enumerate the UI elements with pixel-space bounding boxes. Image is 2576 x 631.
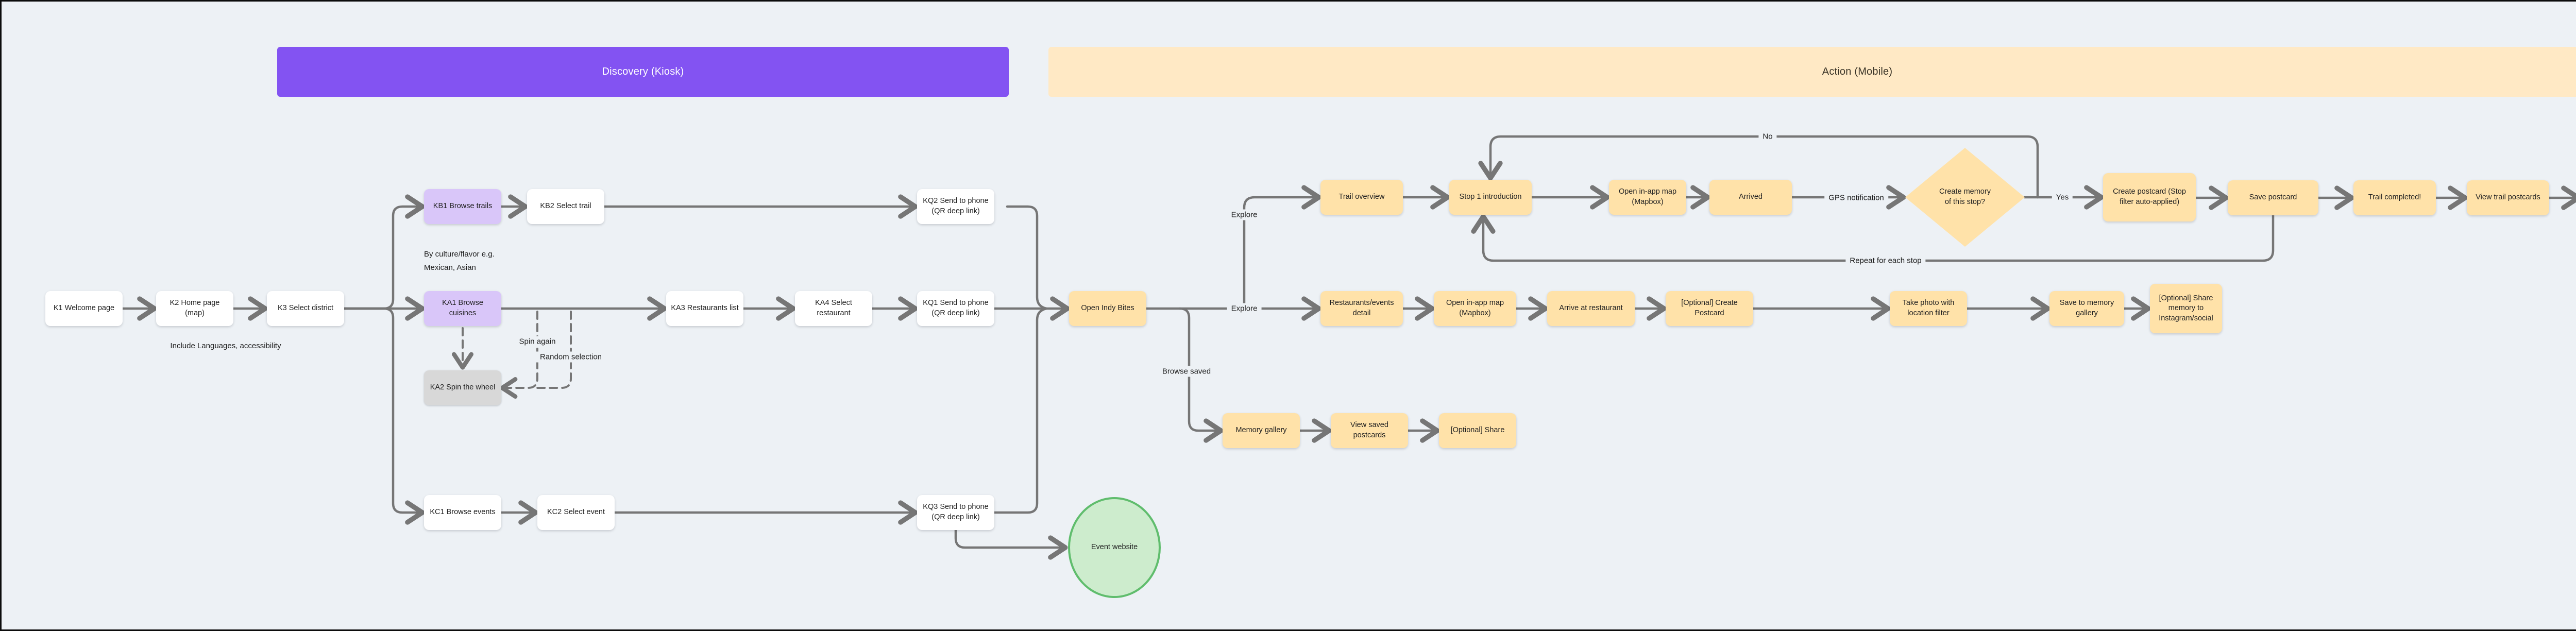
flow-node-label: Restaurants/events detail: [1329, 299, 1394, 317]
flow-node-ka1[interactable]: KA1 Browse cuisines: [424, 291, 501, 326]
flow-node-label: View trail postcards: [2476, 193, 2540, 202]
flow-node-label: Arrived: [1739, 193, 1762, 201]
flow-node-diamond[interactable]: Create memory of this stop?: [1905, 148, 2025, 247]
flow-node-label: Take photo with location filter: [1902, 299, 1955, 317]
section-header-action[interactable]: Action (Mobile): [1048, 47, 2576, 97]
flow-node-createpc1[interactable]: [Optional] Create Postcard: [1666, 291, 1753, 326]
flow-node-label: KQ2 Send to phone (QR deep link): [923, 197, 989, 215]
flow-node-openmap2[interactable]: Open in-app map (Mapbox): [1434, 291, 1516, 326]
flow-node-viewsaved[interactable]: View saved postcards: [1331, 413, 1408, 448]
flow-node-label: [Optional] Share memory to Instagram/soc…: [2159, 294, 2213, 322]
flow-node-label: Memory gallery: [1235, 426, 1287, 435]
edge-label-yes[interactable]: Yes: [2052, 192, 2073, 203]
edge-label-random-selection[interactable]: Random selection: [535, 351, 606, 363]
flow-node-kq1[interactable]: KQ1 Send to phone (QR deep link): [917, 291, 994, 326]
flow-node-label: Trail overview: [1338, 193, 1385, 201]
flow-node-label: Save postcard: [2249, 193, 2297, 202]
flow-node-label: Open Indy Bites: [1081, 304, 1134, 313]
flow-node-label: Stop 1 introduction: [1459, 193, 1522, 201]
flow-node-label: KA4 Select restaurant: [815, 299, 852, 317]
flow-node-label: Create memory of this stop?: [1939, 187, 1991, 206]
edge-label-repeat[interactable]: Repeat for each stop: [1845, 255, 1926, 266]
annotation-cuisine[interactable]: By culture/flavor e.g. Mexican, Asian: [424, 250, 495, 272]
flow-node-kb2[interactable]: KB2 Select trail: [527, 189, 604, 224]
flow-node-label: KA3 Restaurants list: [671, 304, 739, 313]
flow-node-label: K2 Home page (map): [170, 299, 220, 317]
flow-node-sharemem[interactable]: [Optional] Share memory to Instagram/soc…: [2150, 284, 2222, 333]
edge-label-explore-top[interactable]: Explore: [1227, 209, 1262, 220]
flow-node-trailcomp[interactable]: Trail completed!: [2353, 180, 2436, 215]
flow-node-k2[interactable]: K2 Home page (map): [156, 291, 233, 326]
flow-node-label: View saved postcards: [1350, 421, 1388, 439]
flow-node-label: KA2 Spin the wheel: [430, 383, 496, 392]
connector-kq3-eventweb: [954, 528, 1068, 560]
flow-node-openapp[interactable]: Open Indy Bites: [1069, 291, 1146, 326]
flow-node-label: Save to memory gallery: [2059, 299, 2114, 317]
flow-node-openmap1[interactable]: Open in-app map (Mapbox): [1609, 180, 1686, 215]
flow-node-label: Create postcard (Stop filter auto-applie…: [2113, 187, 2186, 206]
flow-node-kq3[interactable]: KQ3 Send to phone (QR deep link): [917, 495, 994, 530]
section-header-label: Discovery (Kiosk): [602, 66, 684, 77]
flow-node-label: KB2 Select trail: [540, 202, 591, 211]
flow-node-viewtrailpc[interactable]: View trail postcards: [2467, 180, 2549, 215]
flow-node-ka2[interactable]: KA2 Spin the wheel: [424, 370, 501, 405]
flow-node-label: K3 Select district: [278, 304, 333, 313]
flow-node-kq2[interactable]: KQ2 Send to phone (QR deep link): [917, 189, 994, 224]
section-header-label: Action (Mobile): [1822, 66, 1893, 77]
annotation-languages[interactable]: Include Languages, accessibility: [170, 341, 281, 350]
connector-spin-again-dashed: [500, 311, 538, 399]
connector-repeat-loop: [1471, 214, 2275, 262]
flow-node-memgal[interactable]: Memory gallery: [1223, 413, 1300, 448]
connector-kq2-merge: [1006, 205, 1048, 310]
edge-label-spin-again[interactable]: Spin again: [515, 336, 560, 347]
section-header-discovery[interactable]: Discovery (Kiosk): [277, 47, 1009, 97]
flow-node-ka3[interactable]: KA3 Restaurants list: [666, 291, 743, 326]
flow-node-stop1[interactable]: Stop 1 introduction: [1449, 180, 1532, 215]
flow-node-label: KB1 Browse trails: [433, 202, 493, 211]
flow-node-arriverest[interactable]: Arrive at restaurant: [1547, 291, 1635, 326]
flow-node-label: Arrive at restaurant: [1559, 304, 1623, 313]
flow-node-savemem[interactable]: Save to memory gallery: [2049, 291, 2124, 326]
connector-kq3-merge: [993, 307, 1048, 514]
flow-node-label: K1 Welcome page: [53, 304, 115, 313]
flow-node-savepc[interactable]: Save postcard: [2228, 180, 2318, 215]
connector-explore-trailoverview: [1243, 185, 1321, 310]
flow-node-label: KQ1 Send to phone (QR deep link): [923, 299, 989, 317]
connector-k3-kb1: [343, 194, 425, 310]
connector-k3-kc1: [343, 307, 425, 525]
flow-node-label: KA1 Browse cuisines: [442, 299, 483, 317]
connector-random-selection-dashed: [536, 311, 572, 389]
flow-node-label: KC2 Select event: [547, 508, 605, 517]
edge-label-explore-main[interactable]: Explore: [1227, 303, 1262, 314]
connector-browsesaved-memgal: [1178, 307, 1224, 443]
flow-node-label: Open in-app map (Mapbox): [1618, 187, 1677, 206]
flow-node-arrived[interactable]: Arrived: [1709, 180, 1792, 215]
flow-node-kc2[interactable]: KC2 Select event: [537, 495, 615, 530]
edge-label-no[interactable]: No: [1758, 131, 1777, 142]
flow-node-label: KQ3 Send to phone (QR deep link): [923, 503, 989, 521]
flow-node-createpc2[interactable]: Create postcard (Stop filter auto-applie…: [2103, 173, 2196, 221]
flow-node-label: Event website: [1091, 543, 1138, 552]
flow-node-ka4[interactable]: KA4 Select restaurant: [795, 291, 872, 326]
flow-node-k3[interactable]: K3 Select district: [267, 291, 344, 326]
edge-label-browse-saved[interactable]: Browse saved: [1158, 366, 1215, 377]
flow-node-label: Trail completed!: [2368, 193, 2421, 202]
flow-node-trailoverview[interactable]: Trail overview: [1320, 180, 1403, 215]
flow-node-label: Open in-app map (Mapbox): [1446, 299, 1504, 317]
flow-node-kb1[interactable]: KB1 Browse trails: [424, 189, 501, 224]
flow-node-kc1[interactable]: KC1 Browse events: [424, 495, 501, 530]
flow-node-k1[interactable]: K1 Welcome page: [45, 291, 123, 326]
flow-node-restdetail[interactable]: Restaurants/events detail: [1320, 291, 1403, 326]
flow-node-label: [Optional] Share: [1450, 426, 1505, 435]
edge-label-gps-notification[interactable]: GPS notification: [1824, 192, 1888, 203]
flow-node-eventweb[interactable]: Event website: [1068, 497, 1161, 598]
flow-node-label: [Optional] Create Postcard: [1681, 299, 1738, 317]
flow-node-takephoto[interactable]: Take photo with location filter: [1890, 291, 1967, 326]
flow-node-label: KC1 Browse events: [430, 508, 496, 517]
flow-node-sharegal[interactable]: [Optional] Share: [1439, 413, 1516, 448]
